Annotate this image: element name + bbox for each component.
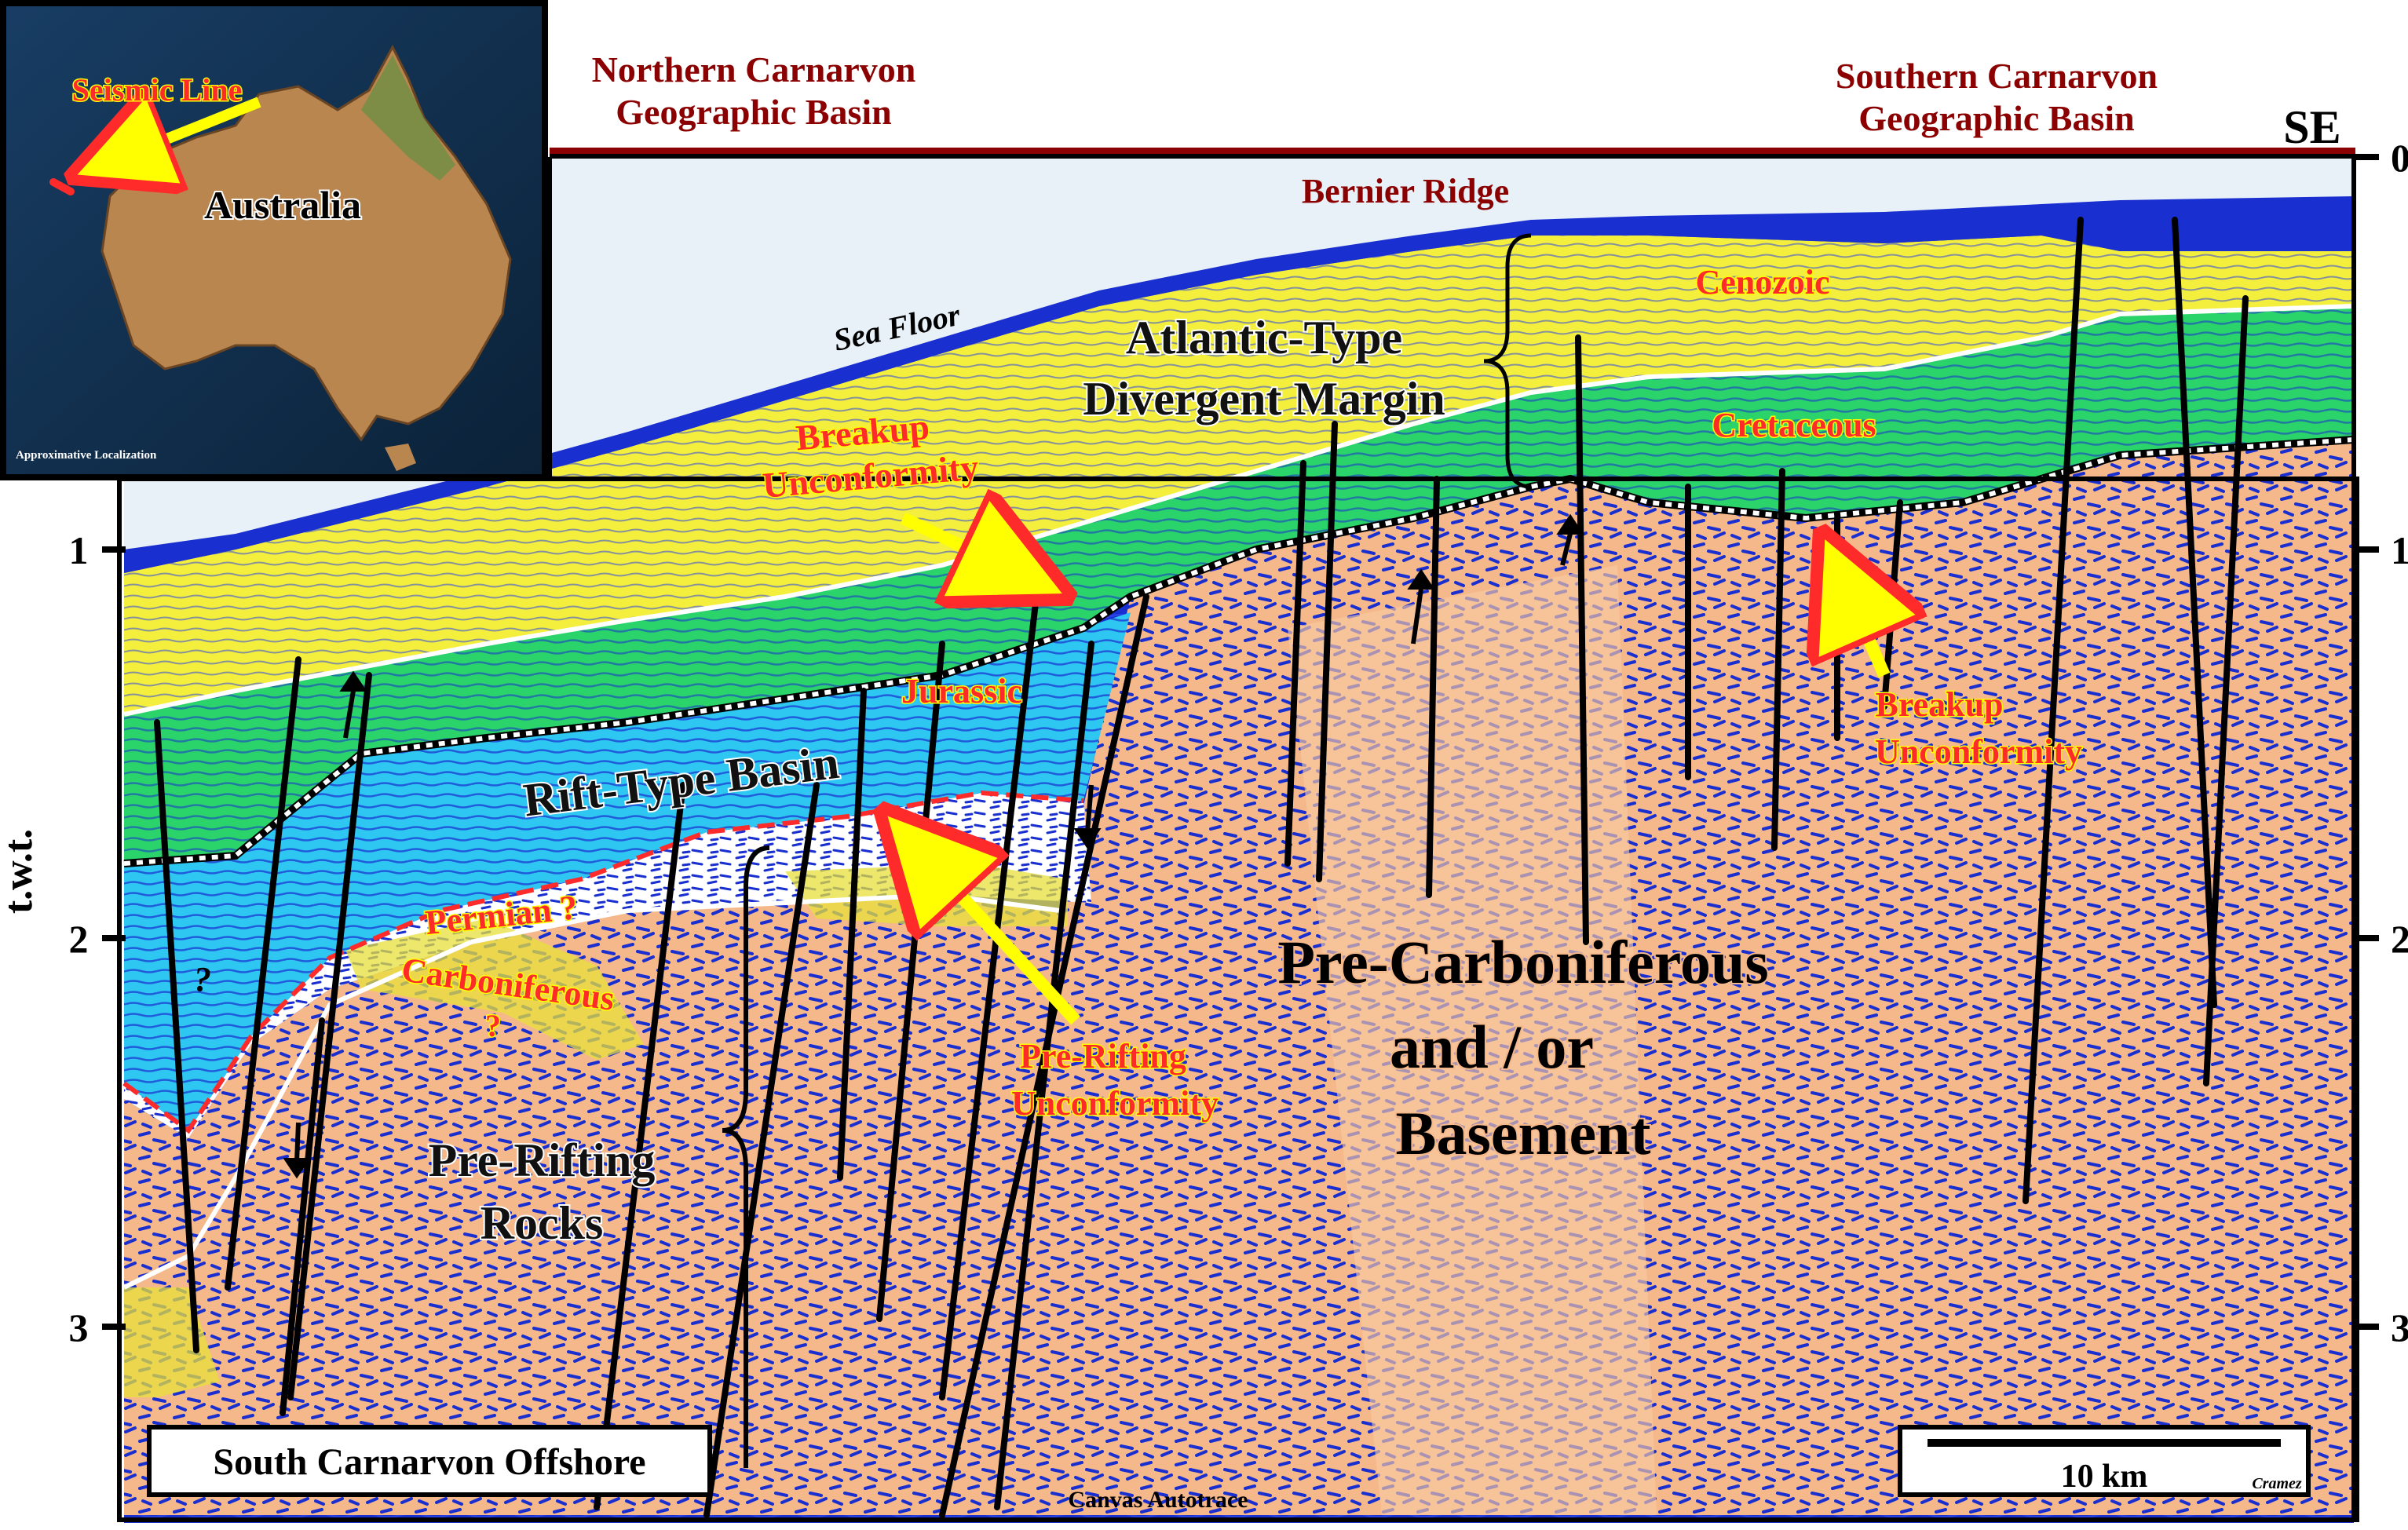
seismic-line-arrow [86,102,261,171]
question-mark-label: ? [194,960,211,999]
south-basin-line1: Southern Carnarvon [1836,56,2158,96]
permian-label: Permian ? [423,888,579,942]
tick-left-2: 2 [69,917,89,961]
pre-rifting-unconformity-line2: Unconformity [1011,1084,1219,1123]
cenozoic-label: Cenozoic [1695,263,1829,301]
pre-rifting-unconformity-line1: Pre-Rifting [1020,1037,1186,1075]
scale-bar [1927,1439,2281,1447]
pre-carboniferous-line1: Pre-Carboniferous [1277,928,1768,996]
north-basin-line2: Geographic Basin [616,92,891,132]
atlantic-margin-line2: Divergent Margin [1083,373,1445,425]
sea-floor-band [124,196,2354,573]
map-green-fringe [361,55,455,181]
axis-label: t.w.t. [0,829,41,914]
tasmania-shape [385,444,416,471]
breakup-right-line1: Breakup [1875,685,2003,724]
tick-right-2: 2 [2391,917,2408,961]
country-label: Australia [204,183,361,227]
tick-left-1: 1 [69,528,89,572]
breakup-right-arrow [1829,550,1884,678]
pre-rifting-rocks-line2: Rocks [481,1197,604,1249]
tick-right-0: 0 [2391,136,2408,180]
tick-left-3: 3 [69,1305,89,1349]
bernier-ridge-label: Bernier Ridge [1302,172,1509,210]
pre-rifting-arrow [895,824,1080,1025]
atlantic-margin-brace [1483,233,1532,489]
faults [154,217,2249,1518]
header-rule [550,148,2355,154]
breakup-left-arrow [900,518,1052,589]
author-label: Cramez [2252,1475,2302,1492]
jurassic-layer [124,612,1131,1130]
cretaceous-label: Cretaceous [1712,406,1876,444]
tick-right-3: 3 [2391,1305,2408,1349]
cretaceous-layer [124,306,2354,864]
section-frame [117,477,2359,1522]
scale-box: 10 km Cramez [1898,1425,2311,1497]
north-basin-line1: Northern Carnarvon [592,49,916,89]
breakup-right-line2: Unconformity [1875,732,2082,771]
south-basin-line2: Geographic Basin [1858,98,2134,138]
pre-rifting-brace [722,845,770,1468]
atlantic-margin-line1: Atlantic-Type [1126,312,1402,363]
jurassic-label: Jurassic [901,672,1022,710]
pre-carboniferous-line2: and / or [1390,1013,1594,1081]
carboniferous-question: ? [485,1008,501,1043]
fault-arrows [283,513,1584,1179]
basement-layer [124,440,2354,1515]
inset-map: Seismic Line Australia Approximative Loc… [0,0,548,480]
localization-note: Approximative Localization [16,449,157,462]
basement-light-band [1288,565,1657,1515]
canvas-label: Canvas Autotrace [1068,1487,1248,1513]
twt-axis: t.w.t. 1 2 3 0 1 2 3 [0,136,2408,1349]
seismic-line-label: Seismic Line [72,72,243,108]
pre-carboniferous-line3: Basement [1396,1099,1651,1167]
water-layer [124,157,2354,550]
header: Northern Carnarvon Geographic Basin Sout… [592,49,2341,153]
location-box-label: South Carnarvon Offshore [213,1441,645,1483]
tick-right-1: 1 [2391,528,2408,572]
scale-bar-label: 10 km [2061,1459,2148,1495]
orientation-label: SE [2283,101,2340,153]
location-box: South Carnarvon Offshore [147,1425,712,1497]
carboniferous-speckle [345,918,644,1060]
pre-rifting-rocks-line1: Pre-Rifting [429,1134,656,1186]
